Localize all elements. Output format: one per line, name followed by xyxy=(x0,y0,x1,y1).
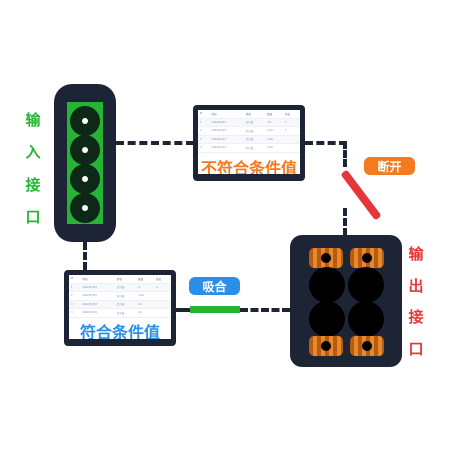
break-badge: 断开 xyxy=(364,157,415,175)
wire-input-down xyxy=(83,242,87,270)
input-port-label: 输 入 接 口 xyxy=(23,113,43,225)
output-port-label: 输 出 接 口 xyxy=(406,247,426,357)
output-pin xyxy=(348,267,384,303)
input-label-char: 输 xyxy=(25,111,41,129)
output-pad-top-right xyxy=(350,248,384,268)
input-pin xyxy=(70,193,100,223)
wire-input-to-upper-screen xyxy=(116,141,194,145)
input-label-char: 入 xyxy=(25,143,41,162)
wire-upper-screen-to-break xyxy=(305,141,347,145)
wire-close-to-output xyxy=(240,308,290,312)
output-pin xyxy=(309,267,345,303)
close-switch xyxy=(190,306,240,313)
output-label-char: 接 xyxy=(408,308,424,327)
output-port xyxy=(290,235,402,367)
output-pad-bottom-left xyxy=(309,336,343,356)
output-label-char: 输 xyxy=(408,245,424,263)
output-pad-top-left xyxy=(309,248,343,268)
output-pad-bottom-right xyxy=(350,336,384,356)
table-header-row: #时间区域数值状态 xyxy=(198,110,300,119)
input-label-char: 口 xyxy=(25,207,41,226)
output-pin xyxy=(309,301,345,337)
close-badge: 吸合 xyxy=(189,277,240,295)
input-pin xyxy=(70,106,100,136)
input-pin xyxy=(70,164,100,194)
output-pin xyxy=(348,301,384,337)
input-label-char: 接 xyxy=(25,175,41,194)
input-port xyxy=(54,84,116,242)
input-port-panel xyxy=(67,102,103,224)
output-label-char: 出 xyxy=(408,276,424,295)
wire-break-vertical-bottom xyxy=(343,208,347,236)
table-header-row: #时间区域数值状态 xyxy=(69,275,171,284)
output-label-char: 口 xyxy=(408,339,424,358)
wire-break-vertical-top xyxy=(343,141,347,167)
reject-screen-label: 不符合条件值 xyxy=(200,159,297,174)
accept-screen-label: 符合条件值 xyxy=(79,323,160,339)
wire-lower-screen-to-close xyxy=(176,308,190,312)
input-pin xyxy=(70,135,100,165)
